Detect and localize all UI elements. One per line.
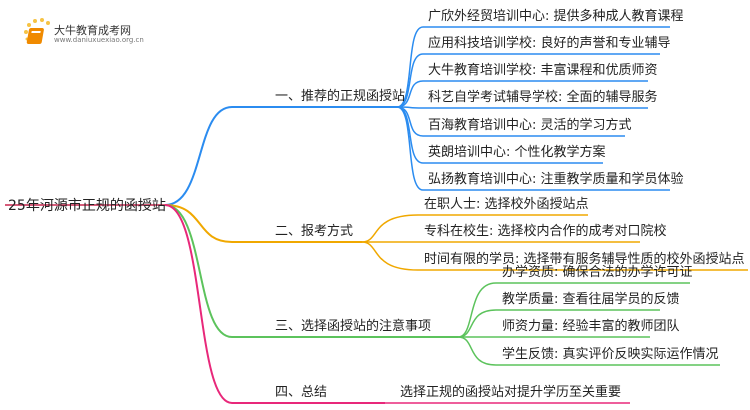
branch-3-leaf: 教学质量: 查看往届学员的反馈 <box>502 292 680 307</box>
branch-1-leaf: 大牛教育培训学校: 丰富课程和优质师资 <box>428 63 658 78</box>
branch-4-label: 四、总结 <box>275 385 328 400</box>
leaf-link <box>457 336 720 366</box>
branch-3-leaf: 师资力量: 经验丰富的教师团队 <box>502 319 680 334</box>
logo-title: 大牛教育成考网 <box>54 24 131 37</box>
leaf-link <box>396 80 648 108</box>
leaf-link <box>396 106 648 109</box>
branch-1-leaf: 应用科技培训学校: 良好的声誉和专业辅导 <box>428 36 671 51</box>
branch-1-link <box>164 106 397 206</box>
branch-3-link <box>164 204 458 338</box>
leaf-link <box>457 282 690 338</box>
leaf-link <box>361 241 748 271</box>
branch-1-leaf: 科艺自学考试辅导学校: 全面的辅导服务 <box>428 90 658 105</box>
branch-1-leaf: 弘扬教育培训中心: 注重教学质量和学员体验 <box>428 172 684 187</box>
branch-4-link <box>164 204 385 404</box>
root-topic: 25年河源市正规的函授站 <box>8 198 166 214</box>
branch-2-leaf: 专科在校生: 选择校内合作的成考对口院校 <box>424 224 667 239</box>
leaf-link <box>396 53 660 108</box>
logo-icon <box>22 18 52 50</box>
leaf-link <box>457 309 660 338</box>
branch-1-label: 一、推荐的正规函授站 <box>275 89 406 104</box>
branch-1-leaf: 百海教育培训中心: 灵活的学习方式 <box>428 118 632 133</box>
leaf-link <box>396 106 670 191</box>
branch-1-leaf: 广欣外经贸培训中心: 提供多种成人教育课程 <box>428 9 684 24</box>
branch-3-leaf: 学生反馈: 真实评价反映实际运作情况 <box>502 347 719 362</box>
branch-2-link <box>164 204 362 243</box>
branch-2-leaf: 在职人士: 选择校外函授站点 <box>424 197 589 212</box>
leaf-link <box>396 26 670 108</box>
branch-1-leaf: 英朗培训中心: 个性化教学方案 <box>428 145 606 160</box>
logo-url: www.daniuxuexiao.org.cn <box>54 36 144 44</box>
branch-3-leaf: 办学资质: 确保合法的办学许可证 <box>502 265 693 280</box>
branch-4-leaf: 选择正规的函授站对提升学历至关重要 <box>400 385 622 400</box>
branch-2-label: 二、报考方式 <box>275 224 354 239</box>
branch-3-label: 三、选择函授站的注意事项 <box>275 319 432 334</box>
leaf-link <box>361 214 588 243</box>
branch-2-leaf: 时间有限的学员: 选择带有服务辅导性质的校外函授站点 <box>424 252 745 267</box>
